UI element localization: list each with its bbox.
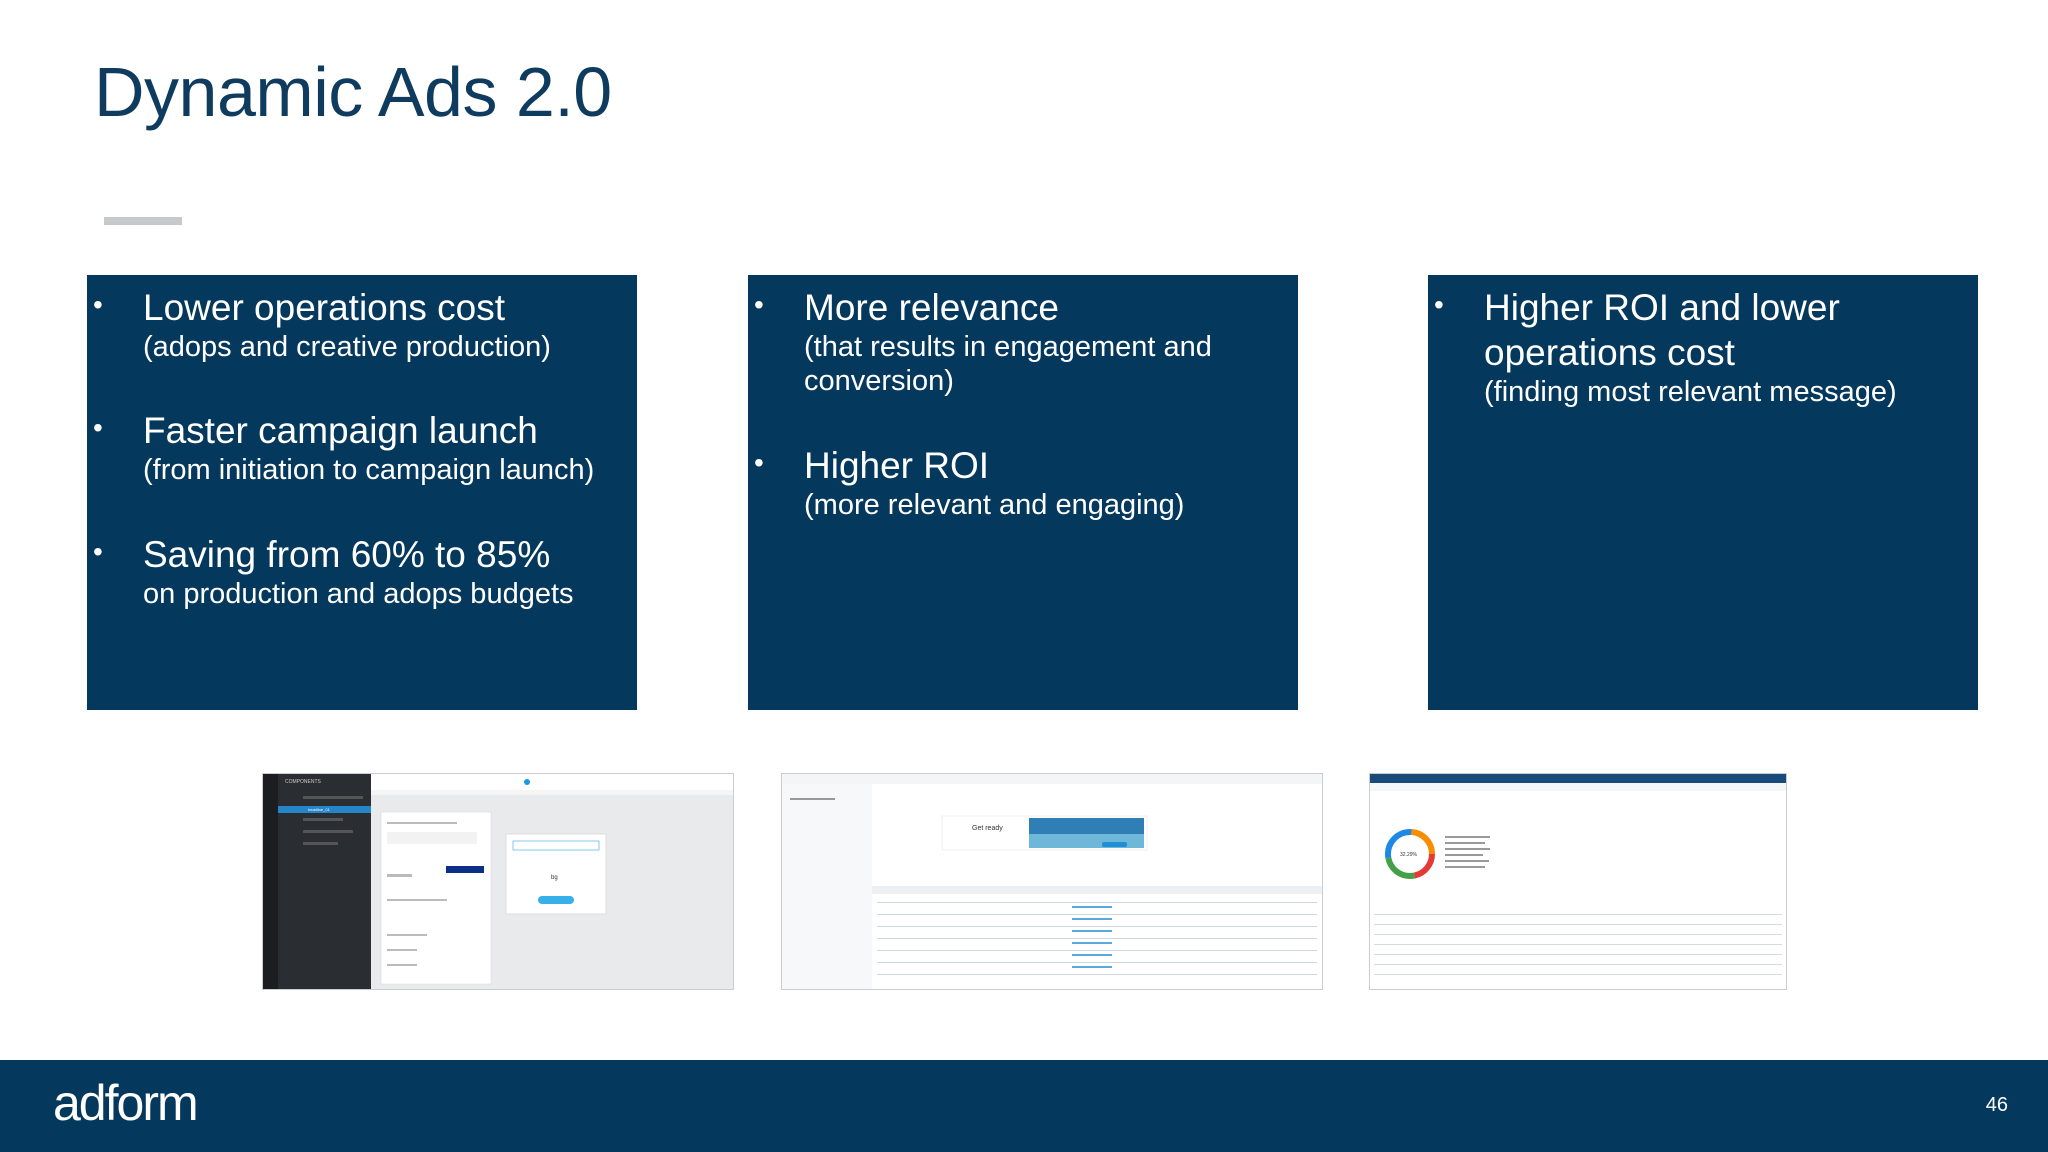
bullet-heading: Faster campaign launch <box>143 410 538 451</box>
bullet-glyph: • <box>1434 289 1444 320</box>
chart-value: 32.29% <box>1400 852 1418 858</box>
bullet-item: • Higher ROI (more relevant and engaging… <box>748 443 1288 522</box>
bullet-heading: Higher ROI <box>804 445 990 486</box>
bullet-item: • Saving from 60% to 85% on production a… <box>87 532 627 611</box>
bullet-item: • Higher ROI and lower operations cost (… <box>1428 285 1968 409</box>
title-divider <box>104 217 182 225</box>
panel-title: COMPONENTS <box>285 779 322 785</box>
page-number: 46 <box>1985 1094 2008 1116</box>
layer-name: headline_01 <box>308 807 331 812</box>
bullet-glyph: • <box>93 289 103 320</box>
bullet-item: • Lower operations cost (adops and creat… <box>87 285 627 364</box>
bullet-heading: Saving from 60% to 85% <box>143 534 551 575</box>
slide-title: Dynamic Ads 2.0 <box>94 53 612 131</box>
bullet-glyph: • <box>93 412 103 443</box>
benefits-box-relevance: • More relevance (that results in engage… <box>748 275 1298 710</box>
bullet-heading: Higher ROI and lower operations cost <box>1484 287 1840 373</box>
report-illustration: 32.29% <box>1370 774 1786 975</box>
editor-screenshot: COMPONENTS headline_01 bg <box>262 773 734 990</box>
bullet-subtext: (that results in engagement and conversi… <box>804 331 1212 397</box>
bullet-subtext: (finding most relevant message) <box>1484 376 1897 408</box>
banner-text: Get ready <box>972 825 1003 832</box>
benefits-box-roi: • Higher ROI and lower operations cost (… <box>1428 275 1978 710</box>
bullet-item: • More relevance (that results in engage… <box>748 285 1288 398</box>
adform-logo: adform <box>53 1075 199 1131</box>
bullet-subtext: on production and adops budgets <box>143 578 574 610</box>
editor-illustration: COMPONENTS headline_01 bg <box>263 774 733 989</box>
feed-screenshot: Get ready <box>781 773 1323 990</box>
bullet-glyph: • <box>754 289 764 320</box>
benefits-box-operations: • Lower operations cost (adops and creat… <box>87 275 637 710</box>
bullet-heading: Lower operations cost <box>143 287 505 328</box>
bullet-heading: More relevance <box>804 287 1060 328</box>
bullet-subtext: (from initiation to campaign launch) <box>143 454 595 486</box>
footer-bar <box>0 1060 2048 1152</box>
preview-text: bg <box>551 875 558 881</box>
feed-illustration: Get ready <box>782 774 1322 989</box>
bullet-glyph: • <box>754 447 764 478</box>
bullet-item: • Faster campaign launch (from initiatio… <box>87 408 627 487</box>
bullet-glyph: • <box>93 536 103 567</box>
bullet-subtext: (more relevant and engaging) <box>804 489 1185 521</box>
report-screenshot: 32.29% <box>1369 773 1787 990</box>
bullet-subtext: (adops and creative production) <box>143 331 551 363</box>
